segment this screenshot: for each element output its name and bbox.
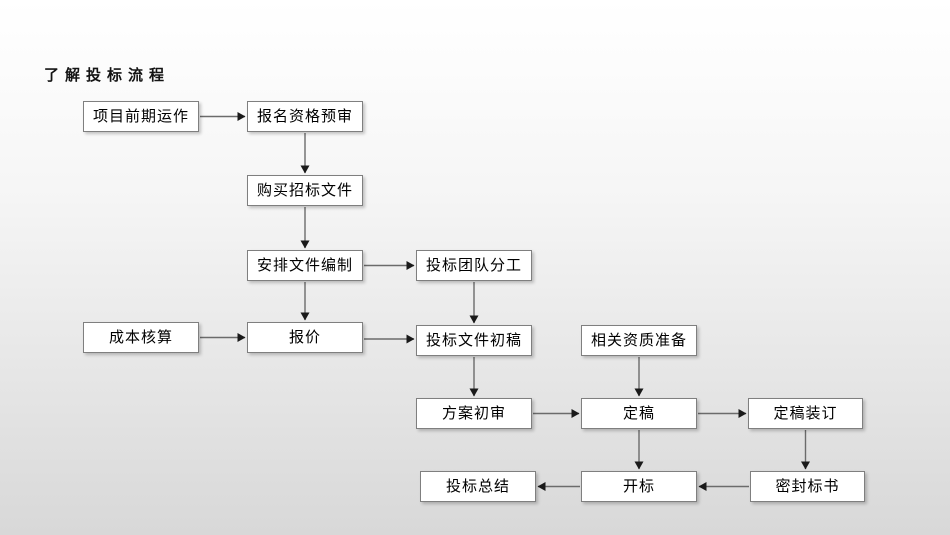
flow-arrow-group: [200, 112, 810, 491]
flow-node-label: 成本核算: [108, 329, 173, 346]
flow-node-registration-prequalification: 报名资格预审: [247, 101, 363, 132]
flow-node-label: 投标总结: [445, 478, 510, 495]
flow-node-label: 定稿装订: [773, 405, 838, 422]
flow-node-bid-document-first-draft: 投标文件初稿: [416, 325, 532, 356]
flow-node-finalize-draft: 定稿: [581, 398, 697, 429]
page-title: 了解投标流程: [44, 67, 171, 84]
flow-node-label: 报名资格预审: [256, 108, 353, 125]
flow-node-project-pre-operation: 项目前期运作: [83, 101, 199, 132]
flow-node-arrange-document-preparation: 安排文件编制: [247, 250, 363, 281]
flow-node-quotation: 报价: [247, 322, 363, 353]
flow-node-label: 投标文件初稿: [425, 332, 522, 349]
flow-node-label: 方案初审: [441, 405, 506, 422]
flow-node-plan-preliminary-review: 方案初审: [416, 398, 532, 429]
flow-node-cost-accounting: 成本核算: [83, 322, 199, 353]
flow-node-label: 开标: [622, 478, 655, 495]
flow-node-label: 安排文件编制: [256, 257, 353, 274]
flow-node-bid-team-division: 投标团队分工: [416, 250, 532, 281]
flow-node-bid-summary: 投标总结: [420, 471, 536, 502]
flow-node-purchase-bid-documents: 购买招标文件: [247, 175, 363, 206]
flow-node-seal-bid-documents: 密封标书: [750, 471, 865, 502]
flow-node-label: 购买招标文件: [256, 182, 353, 199]
flow-node-label: 报价: [288, 329, 321, 346]
flow-node-final-draft-binding: 定稿装订: [748, 398, 863, 429]
flow-node-label: 相关资质准备: [590, 332, 687, 349]
flow-node-qualification-preparation: 相关资质准备: [581, 325, 697, 356]
flow-node-label: 投标团队分工: [425, 257, 522, 274]
flow-node-label: 项目前期运作: [92, 108, 189, 125]
flow-node-bid-opening: 开标: [581, 471, 697, 502]
flow-node-label: 定稿: [622, 405, 655, 422]
flow-node-label: 密封标书: [775, 478, 840, 495]
